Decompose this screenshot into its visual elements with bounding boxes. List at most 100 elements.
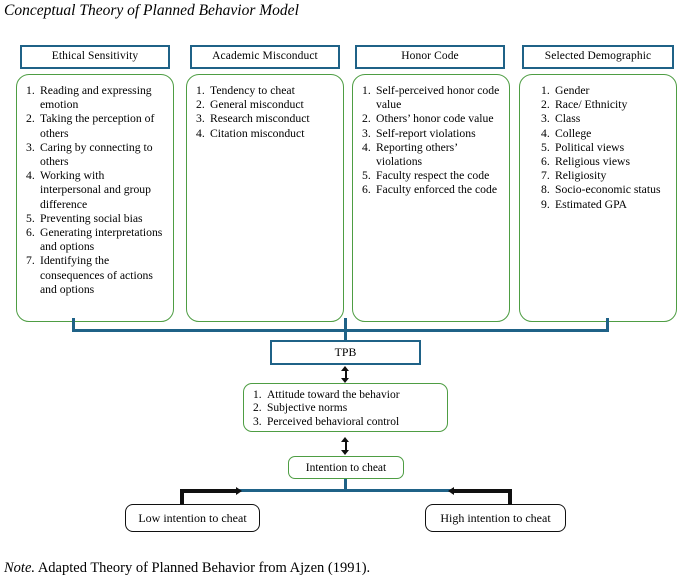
- list-item-text: Race/ Ethnicity: [555, 98, 628, 112]
- list-index: 1.: [196, 84, 205, 97]
- list-index: 3.: [541, 112, 550, 126]
- column-header-label: Selected Demographic: [544, 50, 652, 63]
- arrow-head-up: [341, 366, 349, 371]
- column-body-academic-misconduct: 1. Tendency to cheat 2. General misconduct…: [186, 74, 344, 322]
- list-item-text: Preventing social bias: [40, 211, 143, 225]
- list-item-text: General misconduct: [210, 98, 304, 112]
- list-item-text: Religious views: [555, 155, 630, 169]
- column-header-selected-demographic: Selected Demographic: [522, 45, 674, 69]
- elbow-arrow-left-icon: [448, 486, 454, 495]
- list-index: 1.: [26, 84, 35, 97]
- column-body-selected-demographic: 1.Gender 2.Race/ Ethnicity 3. Class 4. Col…: [519, 74, 677, 322]
- list-item: 2.Race/ Ethnicity: [541, 98, 669, 112]
- list-item-text: Estimated GPA: [555, 197, 627, 211]
- elbow-horizontal: [180, 489, 238, 493]
- list-index: 3.: [196, 112, 205, 126]
- intention-split-drop: [344, 479, 347, 491]
- outcome-label: High intention to cheat: [440, 510, 551, 525]
- list-item: 7.Religiosity: [541, 169, 669, 183]
- list-index: 2.: [26, 112, 35, 126]
- list-item-text: Self-report violations: [376, 126, 476, 140]
- bracket-horizontal: [72, 329, 609, 332]
- intention-to-cheat-box: Intention to cheat: [288, 456, 404, 479]
- components-to-intention-double-arrow-icon: [341, 437, 350, 455]
- list-index: 4.: [541, 126, 550, 140]
- figure-note: Note. Adapted Theory of Planned Behavior…: [4, 558, 370, 578]
- list-index: 6.: [26, 226, 35, 240]
- list-item-text: College: [555, 126, 592, 140]
- outcome-label: Low intention to cheat: [138, 510, 247, 525]
- list-item: 3. Perceived behavioral control: [253, 416, 441, 429]
- column-header-label: Ethical Sensitivity: [51, 50, 139, 63]
- list-index: 1.: [541, 84, 550, 97]
- list-item-text: Attitude toward the behavior: [267, 389, 400, 401]
- list-item: 8.Socio-economic status: [541, 183, 669, 197]
- elbow-horizontal: [454, 489, 512, 493]
- list-index: 3.: [253, 415, 262, 428]
- list-index: 2.: [196, 98, 205, 112]
- tpb-components-list: 1.Attitude toward the behavior 2.Subject…: [253, 389, 441, 429]
- elbow-vertical: [508, 489, 512, 513]
- list-index: 5.: [541, 140, 550, 154]
- list-item: 1. Tendency to cheat: [196, 84, 336, 98]
- list-item: 9.Estimated GPA: [541, 198, 669, 212]
- list-item-text: Tendency to cheat: [210, 84, 295, 97]
- list-item-text: Others’ honor code value: [376, 112, 494, 126]
- list-item: 1.Reading and expressing emotion: [26, 84, 166, 112]
- list-item: 2.Subjective norms: [253, 402, 441, 415]
- tpb-to-components-double-arrow-icon: [341, 366, 350, 383]
- list-index: 2.: [362, 112, 371, 126]
- list-item-text: Caring by connecting to others: [40, 140, 153, 169]
- honor-code-list: 1.Self-perceived honor code value 2. Othe…: [362, 84, 502, 198]
- column-header-academic-misconduct: Academic Misconduct: [190, 45, 340, 69]
- intention-label: Intention to cheat: [305, 461, 387, 474]
- ethical-sensitivity-list: 1.Reading and expressing emotion 2.Takin…: [26, 84, 166, 297]
- list-item: 1.Attitude toward the behavior: [253, 389, 441, 402]
- list-item: 4.Working with interpersonal and group d…: [26, 169, 166, 212]
- list-item: 6.Faculty enforced the code: [362, 183, 502, 197]
- list-item-text: Perceived behavioral control: [267, 415, 400, 428]
- list-item-text: Citation misconduct: [210, 126, 305, 140]
- list-item-text: Subjective norms: [267, 402, 348, 415]
- outcome-box-high-intention: High intention to cheat: [425, 504, 566, 532]
- list-index: 6.: [541, 155, 550, 169]
- list-item: 4. College: [541, 127, 669, 141]
- list-item: 5.Faculty respect the code: [362, 169, 502, 183]
- list-item: 1.Self-perceived honor code value: [362, 84, 502, 112]
- column-body-ethical-sensitivity: 1.Reading and expressing emotion 2.Takin…: [16, 74, 174, 322]
- bracket-right-stub: [606, 318, 609, 332]
- list-item: 3. Self-report violations: [362, 127, 502, 141]
- intention-split-line: [190, 489, 502, 492]
- list-item-text: Identifying the consequences of actions …: [40, 254, 153, 296]
- arrow-shaft: [344, 440, 347, 452]
- note-text: Adapted Theory of Planned Behavior from …: [35, 560, 371, 576]
- list-item-text: Reporting others’ violations: [376, 140, 458, 169]
- list-item-text: Religiosity: [555, 169, 607, 183]
- list-item-text: Generating interpretations and options: [40, 226, 163, 254]
- list-item-text: Faculty enforced the code: [376, 183, 498, 197]
- list-index: 4.: [362, 140, 371, 154]
- list-item-text: Research misconduct: [210, 112, 310, 126]
- list-item: 1.Gender: [541, 84, 669, 98]
- academic-misconduct-list: 1. Tendency to cheat 2. General misconduct…: [196, 84, 336, 141]
- column-header-ethical-sensitivity: Ethical Sensitivity: [20, 45, 170, 69]
- list-index: 3.: [362, 126, 371, 140]
- arrow-shaft: [344, 369, 347, 380]
- list-item: 5. Preventing social bias: [26, 212, 166, 226]
- list-item-text: Faculty respect the code: [376, 169, 490, 183]
- list-item: 2. Others’ honor code value: [362, 112, 502, 126]
- list-item: 4.Citation misconduct: [196, 127, 336, 141]
- elbow-arrow-right-icon: [236, 486, 242, 495]
- list-item-text: Working with interpersonal and group dif…: [40, 169, 151, 211]
- list-item: 7.Identifying the consequences of action…: [26, 254, 166, 297]
- bracket-to-tpb-drop: [344, 318, 347, 340]
- list-item-text: Self-perceived honor code value: [376, 84, 500, 112]
- list-item-text: Political views: [555, 140, 625, 154]
- column-header-label: Honor Code: [401, 50, 459, 63]
- list-item-text: Class: [555, 112, 581, 126]
- tpb-components-box: 1.Attitude toward the behavior 2.Subject…: [243, 383, 448, 432]
- list-item: 6. Generating interpretations and options: [26, 226, 166, 254]
- figure-title: Conceptual Theory of Planned Behavior Mo…: [4, 2, 299, 19]
- column-header-label: Academic Misconduct: [212, 50, 318, 63]
- list-index: 5.: [26, 211, 35, 225]
